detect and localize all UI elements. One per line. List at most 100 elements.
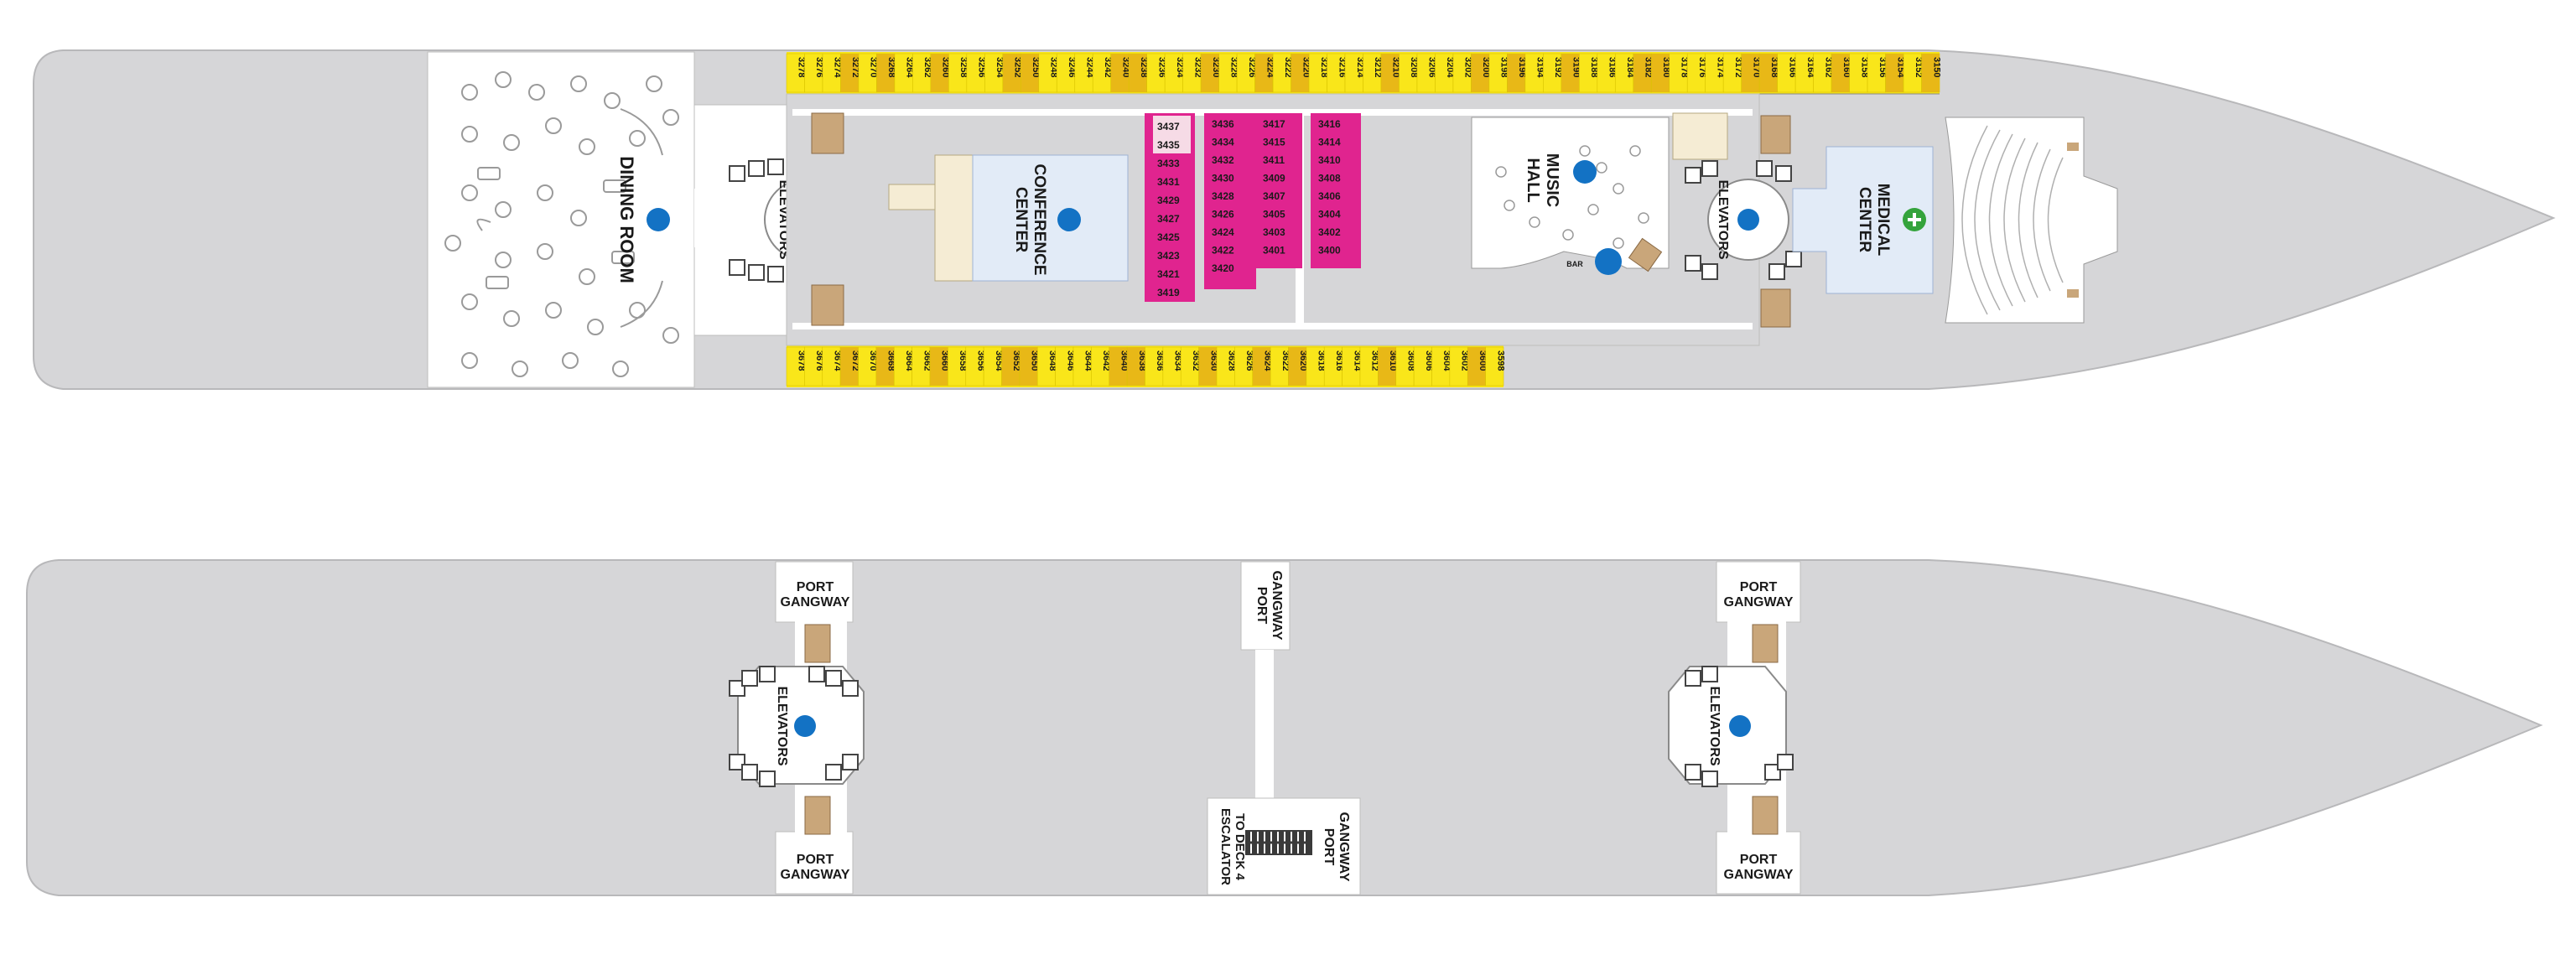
inside-cabin-number: 3417 [1263,118,1285,130]
inside-cabin-number: 3408 [1318,173,1341,184]
cabin-number: 3176 [1697,57,1707,77]
cabin-number: 3254 [995,57,1005,78]
aft-lower-stair-lift [804,624,831,663]
inside-cabin-number: 3426 [1212,209,1234,220]
cabin-number: 3678 [797,350,807,371]
inside-cabin-number: 3424 [1212,226,1234,238]
fwd-stair-lift [1628,237,1663,272]
cabin-number: 3272 [850,57,860,77]
conference-center-label-2: CENTER [1012,187,1030,252]
cabin-number: 3602 [1460,350,1470,371]
cabin-number: 3172 [1733,57,1743,77]
inside-cabin-number: 3401 [1263,245,1285,257]
bar-mark-label: BAR [1566,260,1583,268]
cabin-number: 3636 [1155,350,1165,371]
cabin-number: 3598 [1495,350,1505,371]
inside-cabin-block [1204,113,1256,289]
cabin-number: 3168 [1769,57,1779,77]
cabin-number: 3618 [1317,350,1327,371]
cabin-number: 3212 [1373,57,1383,77]
cabin-number: 3630 [1208,350,1218,371]
cabin-number: 3194 [1535,57,1545,78]
music-icon [1573,160,1597,184]
cabin-number: 3202 [1463,57,1473,77]
cabin-number: 3628 [1227,350,1237,371]
elevators-fwd-label: ELEVATORS [1716,179,1730,259]
cabin-number: 3632 [1191,350,1201,371]
inside-cabin-number: 3423 [1157,250,1180,262]
cabin-number: 3624 [1262,350,1272,371]
cabin-number: 3190 [1571,57,1581,77]
aft-stairs [888,184,936,210]
cabin-number: 3658 [958,350,968,371]
lower-deck-plan: PORT GANGWAY PORT GANGWAY ELEVATORS PORT… [26,559,2543,896]
lower-deck-hull [26,559,2543,896]
medical-center [1792,146,1934,294]
cabin-number: 3664 [904,350,914,371]
cabin-number: 3192 [1553,57,1563,77]
cabin-number: 3264 [905,57,915,78]
inside-cabin-number: 3420 [1212,262,1234,274]
fwd-lower-elevator-bank: ELEVATORS [1668,666,1794,787]
cabin-number: 3670 [868,350,878,371]
inside-cabin-number: 3435 [1157,139,1180,151]
inside-cabin-number: 3405 [1263,209,1285,220]
cabin-number: 3230 [1211,57,1221,77]
aft-stairs [934,154,974,282]
cabin-number: 3270 [869,57,879,77]
cabin-number: 3646 [1065,350,1075,371]
restroom-icon-lower-aft [794,715,816,737]
inside-cabin-number: 3404 [1318,209,1341,220]
inside-cabin-number: 3414 [1318,137,1341,148]
cabin-number: 3608 [1405,350,1415,371]
cabin-number: 3610 [1388,350,1398,371]
aft-top-gangway-label-2: GANGWAY [781,595,850,610]
cabin-number: 3180 [1661,57,1671,77]
cabin-number: 3622 [1280,350,1291,371]
mid-top-gangway-label-1: PORT [1254,587,1269,625]
cabin-number: 3252 [1013,57,1023,77]
cabin-number: 3218 [1319,57,1329,77]
dining-icon [647,208,670,231]
cabin-number: 3216 [1337,57,1347,77]
cabin-number: 3186 [1607,57,1618,77]
cabin-number: 3204 [1445,57,1455,78]
medical-center-label-2: CENTER [1856,187,1873,252]
conference-center [972,154,1129,282]
mid-bottom-gangway-label-2: GANGWAY [1337,812,1351,882]
aft-gangway-bottom [775,831,854,895]
cabin-number: 3226 [1247,57,1257,77]
cabin-number: 3244 [1084,57,1094,78]
lower-elevators-fwd-label: ELEVATORS [1707,686,1722,765]
cabin-number: 3634 [1173,350,1183,371]
fwd-bottom-gangway-label-1: PORT [1740,853,1778,867]
cabin-number: 3240 [1120,57,1130,77]
cabin-number: 3174 [1715,57,1725,78]
cabin-number: 3170 [1751,57,1761,77]
lower-elevators-aft-label: ELEVATORS [775,686,789,765]
fwd-stairs [1672,112,1728,160]
cabin-number: 3228 [1228,57,1239,77]
cabin-number: 3236 [1156,57,1166,77]
cabin-number: 3660 [940,350,950,371]
inside-cabin-number: 3406 [1318,190,1341,202]
restroom-icon-fwd [1737,209,1759,231]
inside-cabin-number: 3409 [1263,173,1285,184]
music-hall-label-1: MUSIC [1543,153,1561,207]
cabin-number: 3650 [1030,350,1040,371]
cabin-number: 3642 [1101,350,1111,371]
inside-cabin-number: 3403 [1263,226,1285,238]
cabin-number: 3612 [1370,350,1380,371]
cabin-number: 3648 [1047,350,1057,371]
cabin-number: 3150 [1931,57,1941,77]
inside-cabin-number: 3432 [1212,154,1234,166]
cabin-number: 3662 [922,350,932,371]
fwd-top-gangway-label-1: PORT [1740,580,1778,594]
theater [1945,117,2118,324]
inside-cabin-block [1311,113,1361,268]
cabin-number: 3600 [1478,350,1488,371]
music-hall [1471,117,1670,269]
cabin-number: 3154 [1895,57,1905,78]
